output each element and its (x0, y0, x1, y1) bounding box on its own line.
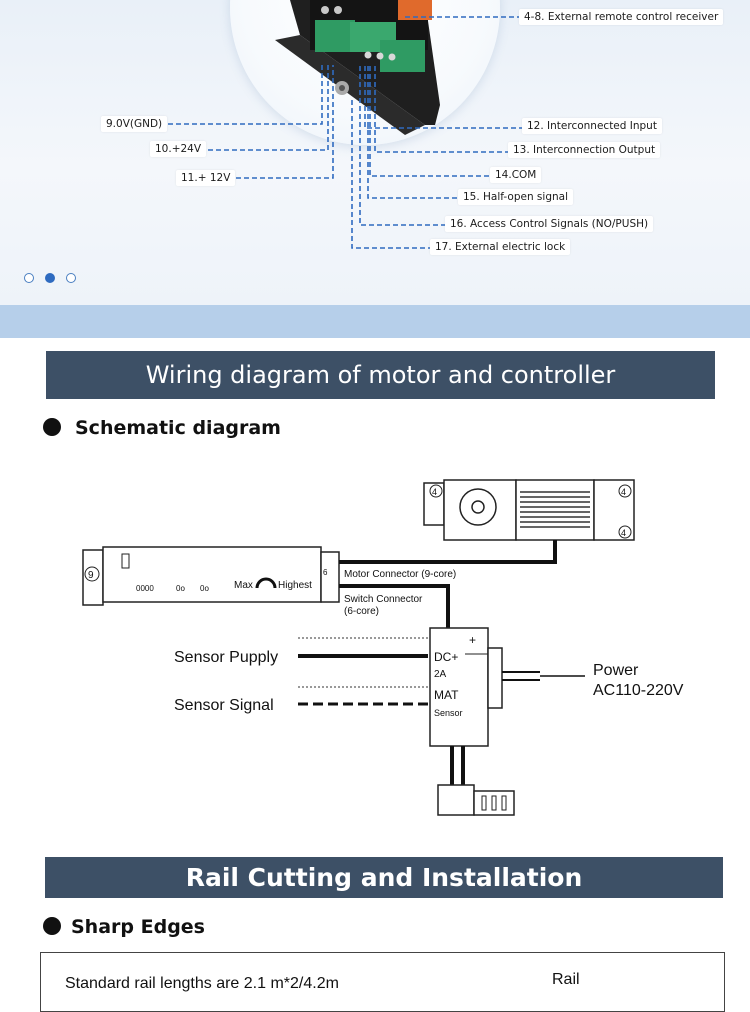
callout-leaders (168, 16, 522, 249)
switch-box (429, 627, 503, 747)
callout-interconnection-output: 13. Interconnection Output (508, 142, 661, 158)
svg-text:0o: 0o (200, 584, 209, 593)
section-divider-band (0, 305, 750, 338)
svg-text:(6-core): (6-core) (344, 606, 379, 617)
svg-text:AC110-220V: AC110-220V (593, 682, 684, 699)
section-header-rail: Rail Cutting and Installation (45, 857, 723, 898)
section-header-wiring: Wiring diagram of motor and controller (46, 351, 715, 399)
svg-text:Highest: Highest (278, 580, 312, 591)
callout-24v: 10.+24V (150, 141, 207, 157)
sharp-edges-subtitle: Sharp Edges (71, 916, 205, 938)
svg-text:4: 4 (621, 487, 626, 497)
svg-text:6: 6 (323, 568, 328, 577)
schematic-subtitle: Schematic diagram (75, 417, 281, 439)
rail-length-text: Standard rail lengths are 2.1 m*2/4.2m (65, 975, 339, 992)
svg-text:Sensor: Sensor (434, 708, 463, 718)
svg-text:Power: Power (593, 662, 639, 679)
motor-num-badge (429, 484, 443, 498)
bullet-icon (43, 418, 61, 436)
svg-text:DC+: DC+ (434, 650, 458, 664)
carousel-dot-1[interactable] (24, 273, 34, 283)
section-title-wiring: Wiring diagram of motor and controller (145, 361, 616, 389)
callout-gnd: 9.0V(GND) (101, 116, 168, 132)
product-spotlight (230, 0, 500, 145)
section-title-rail: Rail Cutting and Installation (185, 863, 583, 892)
carousel-dot-2[interactable] (45, 273, 55, 283)
callout-12v: 11.+ 12V (176, 170, 236, 186)
svg-text:MAT: MAT (434, 688, 459, 702)
callout-electric-lock: 17. External electric lock (430, 239, 571, 255)
svg-text:0o: 0o (176, 584, 185, 593)
controller-board-illustration (275, 0, 440, 135)
svg-text:Motor Connector (9-core): Motor Connector (9-core) (344, 569, 456, 580)
rail-info-box: Standard rail lengths are 2.1 m*2/4.2m R… (40, 952, 725, 1012)
wiring-schematic: 4 4 4 9 0000 0o 0o Max Highest 6 Motor C… (82, 479, 684, 816)
callout-half-open: 15. Half-open signal (458, 189, 573, 205)
svg-text:Sensor Signal: Sensor Signal (174, 697, 274, 714)
callout-interconnected-input: 12. Interconnected Input (522, 118, 662, 134)
svg-text:Switch Connector: Switch Connector (344, 594, 423, 605)
motor-num-text: 4 (432, 487, 437, 497)
controller-bar (82, 546, 340, 606)
carousel-dot-3[interactable] (66, 273, 76, 283)
svg-text:9: 9 (88, 570, 94, 581)
rail-label: Rail (552, 971, 580, 988)
svg-text:Sensor Pupply: Sensor Pupply (174, 649, 278, 666)
callout-access-control: 16. Access Control Signals (NO/PUSH) (445, 216, 654, 232)
svg-text:+: + (469, 633, 476, 647)
bullet-icon (43, 917, 61, 935)
svg-text:Max: Max (234, 580, 253, 591)
motor-unit (423, 479, 635, 541)
callout-com: 14.COM (490, 167, 542, 183)
svg-text:0000: 0000 (136, 584, 154, 593)
svg-text:4: 4 (621, 528, 626, 538)
product-photo-panel: 4-8. External remote control receiver 9.… (0, 0, 750, 305)
callout-remote-receiver: 4-8. External remote control receiver (519, 9, 724, 25)
svg-text:2A: 2A (434, 669, 447, 680)
